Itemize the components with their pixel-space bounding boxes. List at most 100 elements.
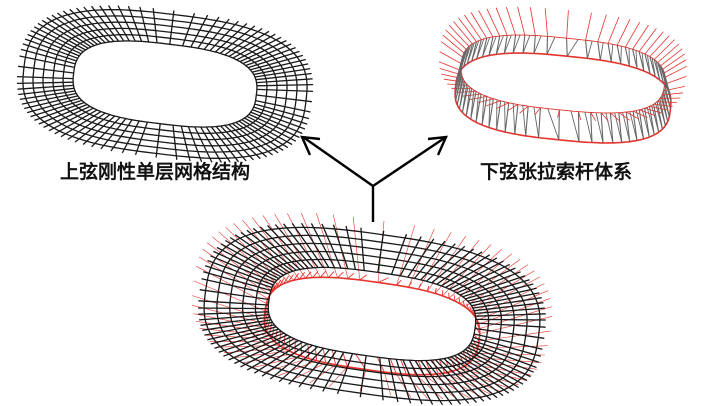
grid-member-radial bbox=[56, 12, 99, 46]
radial-cable bbox=[464, 14, 482, 40]
strut-diagonal bbox=[655, 60, 661, 81]
combined-cable-diagonal bbox=[458, 297, 461, 304]
grid-member-radial bbox=[41, 19, 89, 49]
combined-grid-member-radial bbox=[440, 254, 491, 287]
combined-radial-cable bbox=[232, 350, 290, 359]
strut-diagonal bbox=[658, 99, 666, 126]
combined-grid-member-radial bbox=[282, 223, 319, 268]
combined-grid-member-radial bbox=[252, 227, 301, 270]
grid-member-radial bbox=[18, 65, 74, 74]
grid-member-radial bbox=[253, 63, 309, 76]
grid-member-radial bbox=[239, 40, 287, 63]
lower-cable-system-label: 下弦张拉索杆体系 bbox=[480, 161, 633, 183]
grid-member-radial bbox=[214, 23, 248, 53]
grid-member-radial bbox=[76, 7, 110, 43]
strut bbox=[600, 112, 604, 143]
strut-diagonal bbox=[646, 107, 655, 135]
radial-cable bbox=[445, 29, 467, 50]
combined-grid-member-radial bbox=[204, 321, 273, 336]
combined-grid-member-radial bbox=[472, 297, 542, 309]
grid-member-radial bbox=[172, 125, 178, 160]
combined-radial-cable bbox=[225, 226, 284, 284]
combined-grid-member-radial bbox=[223, 332, 285, 357]
strut bbox=[481, 96, 488, 125]
combined-grid-member-radial bbox=[259, 226, 305, 270]
split-arrows bbox=[300, 135, 448, 222]
strut bbox=[624, 47, 630, 67]
grid-member-radial bbox=[69, 8, 106, 44]
grid-member-radial bbox=[256, 83, 314, 87]
grid-member-ring bbox=[72, 40, 258, 128]
combined-radial-cable bbox=[444, 372, 492, 395]
combined-grid-member-radial bbox=[322, 351, 345, 392]
combined-grid-member-radial bbox=[459, 271, 521, 296]
combined-cable-diagonal bbox=[426, 285, 430, 292]
radial-cable bbox=[566, 10, 569, 39]
combined-grid-member-radial bbox=[420, 360, 453, 405]
combined-grid-member-radial bbox=[220, 243, 282, 278]
grid-member-radial bbox=[190, 14, 209, 48]
grid-member-radial bbox=[19, 90, 76, 101]
grid-member-radial bbox=[200, 126, 222, 163]
combined-grid-member-radial bbox=[395, 359, 412, 404]
combined-radial-cable bbox=[292, 362, 326, 380]
combined-radial-cable bbox=[252, 355, 302, 368]
strut-diagonal bbox=[454, 67, 462, 96]
combined-grid-member-radial bbox=[439, 358, 485, 402]
combined-grid-member-radial bbox=[240, 338, 295, 368]
combined-grid-member-radial bbox=[474, 302, 544, 312]
combined-grid-member-radial bbox=[274, 224, 314, 269]
grid-member-radial bbox=[108, 5, 130, 42]
radial-cable bbox=[653, 103, 673, 107]
strut bbox=[644, 108, 650, 138]
combined-cable-diagonal bbox=[337, 271, 344, 279]
combined-grid-member-radial bbox=[475, 322, 546, 328]
grid-member-radial bbox=[20, 48, 76, 65]
strut-diagonal bbox=[599, 42, 604, 61]
combined-grid-member-radial bbox=[465, 348, 528, 382]
strut-diagonal bbox=[635, 50, 638, 69]
radial-cable bbox=[600, 112, 609, 122]
grid-member-radial bbox=[134, 121, 149, 156]
radial-cable bbox=[624, 21, 641, 48]
combined-grid-member-radial bbox=[475, 318, 546, 321]
combined-grid-member-radial bbox=[414, 360, 444, 406]
grid-member-radial bbox=[250, 54, 304, 71]
combined-grid-member-radial bbox=[402, 359, 423, 405]
strut-diagonal bbox=[595, 112, 604, 144]
strut-diagonal bbox=[533, 35, 542, 54]
combined-grid-member-radial bbox=[471, 339, 540, 363]
grid-member-ring bbox=[32, 15, 298, 153]
combined-grid-member-radial bbox=[300, 222, 330, 268]
grid-member-radial bbox=[83, 6, 115, 42]
radial-cable bbox=[649, 106, 668, 111]
grid-member-radial bbox=[242, 43, 292, 65]
grid-member-radial bbox=[224, 27, 263, 56]
combined-radial-cable bbox=[309, 364, 336, 384]
grid-member-radial bbox=[220, 125, 254, 161]
grid-member-radial bbox=[228, 30, 270, 57]
strut bbox=[496, 100, 502, 130]
strut bbox=[585, 40, 588, 59]
grid-member-radial bbox=[255, 99, 311, 113]
combined-grid-member-radial bbox=[210, 326, 277, 345]
grid-member-radial bbox=[205, 126, 231, 163]
strut-diagonal bbox=[622, 112, 631, 142]
combined-grid-member-radial bbox=[390, 233, 408, 275]
strut-diagonal bbox=[647, 55, 651, 74]
combined-radial-cable bbox=[455, 369, 511, 389]
combined-radial-cable bbox=[198, 256, 269, 299]
strut-diagonal bbox=[458, 80, 465, 109]
strut-diagonal bbox=[641, 52, 645, 72]
radial-cable bbox=[495, 7, 508, 36]
grid-member-radial bbox=[231, 122, 274, 156]
radial-cable bbox=[578, 111, 582, 121]
strut-diagonal bbox=[503, 35, 512, 54]
combined-grid-member-radial bbox=[210, 255, 276, 284]
combined-grid-member-radial bbox=[470, 342, 537, 369]
grid-member-radial bbox=[67, 112, 106, 141]
combined-cable-diagonal bbox=[475, 326, 481, 334]
grid-member-radial bbox=[251, 58, 306, 73]
strut bbox=[638, 51, 645, 72]
combined-cable-diagonal bbox=[462, 300, 466, 307]
